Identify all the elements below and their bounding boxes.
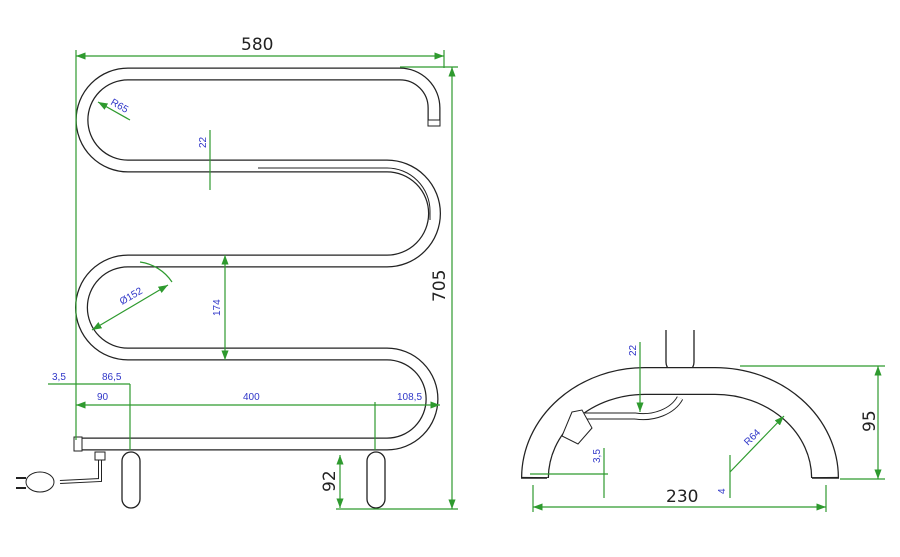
dim-foot-height: 92 <box>320 470 340 492</box>
dim-foot-offset: 86,5 <box>102 372 122 383</box>
side-dim-height: 95 <box>860 410 880 432</box>
serpentine-towel-rail <box>73 67 441 452</box>
side-dim-tube-diameter: 22 <box>628 344 639 356</box>
side-dimensions <box>530 342 885 512</box>
side-view-arch <box>521 330 839 479</box>
dim-overall-height: 705 <box>430 270 450 302</box>
dim-rail-spacing: 174 <box>212 299 223 316</box>
feet <box>121 451 386 509</box>
dim-overall-width: 580 <box>241 35 273 55</box>
dim-offset-left: 3,5 <box>52 372 66 383</box>
side-dim-base-offset: 3,5 <box>592 449 603 463</box>
dim-bend-radius: R65 <box>109 97 131 116</box>
dim-right-overhang: 108,5 <box>397 392 422 403</box>
power-cable-plug <box>16 451 106 493</box>
side-dim-bend-radius: R64 <box>742 427 763 448</box>
dim-left-to-foot: 90 <box>97 392 109 403</box>
side-dim-base-gap: 4 <box>717 488 728 494</box>
dim-foot-spacing: 400 <box>243 392 260 403</box>
dim-tube-diameter: 22 <box>198 136 209 148</box>
front-dimensions <box>48 50 458 510</box>
side-dim-width: 230 <box>666 487 698 507</box>
dim-loop-diameter: Ø152 <box>118 286 145 308</box>
